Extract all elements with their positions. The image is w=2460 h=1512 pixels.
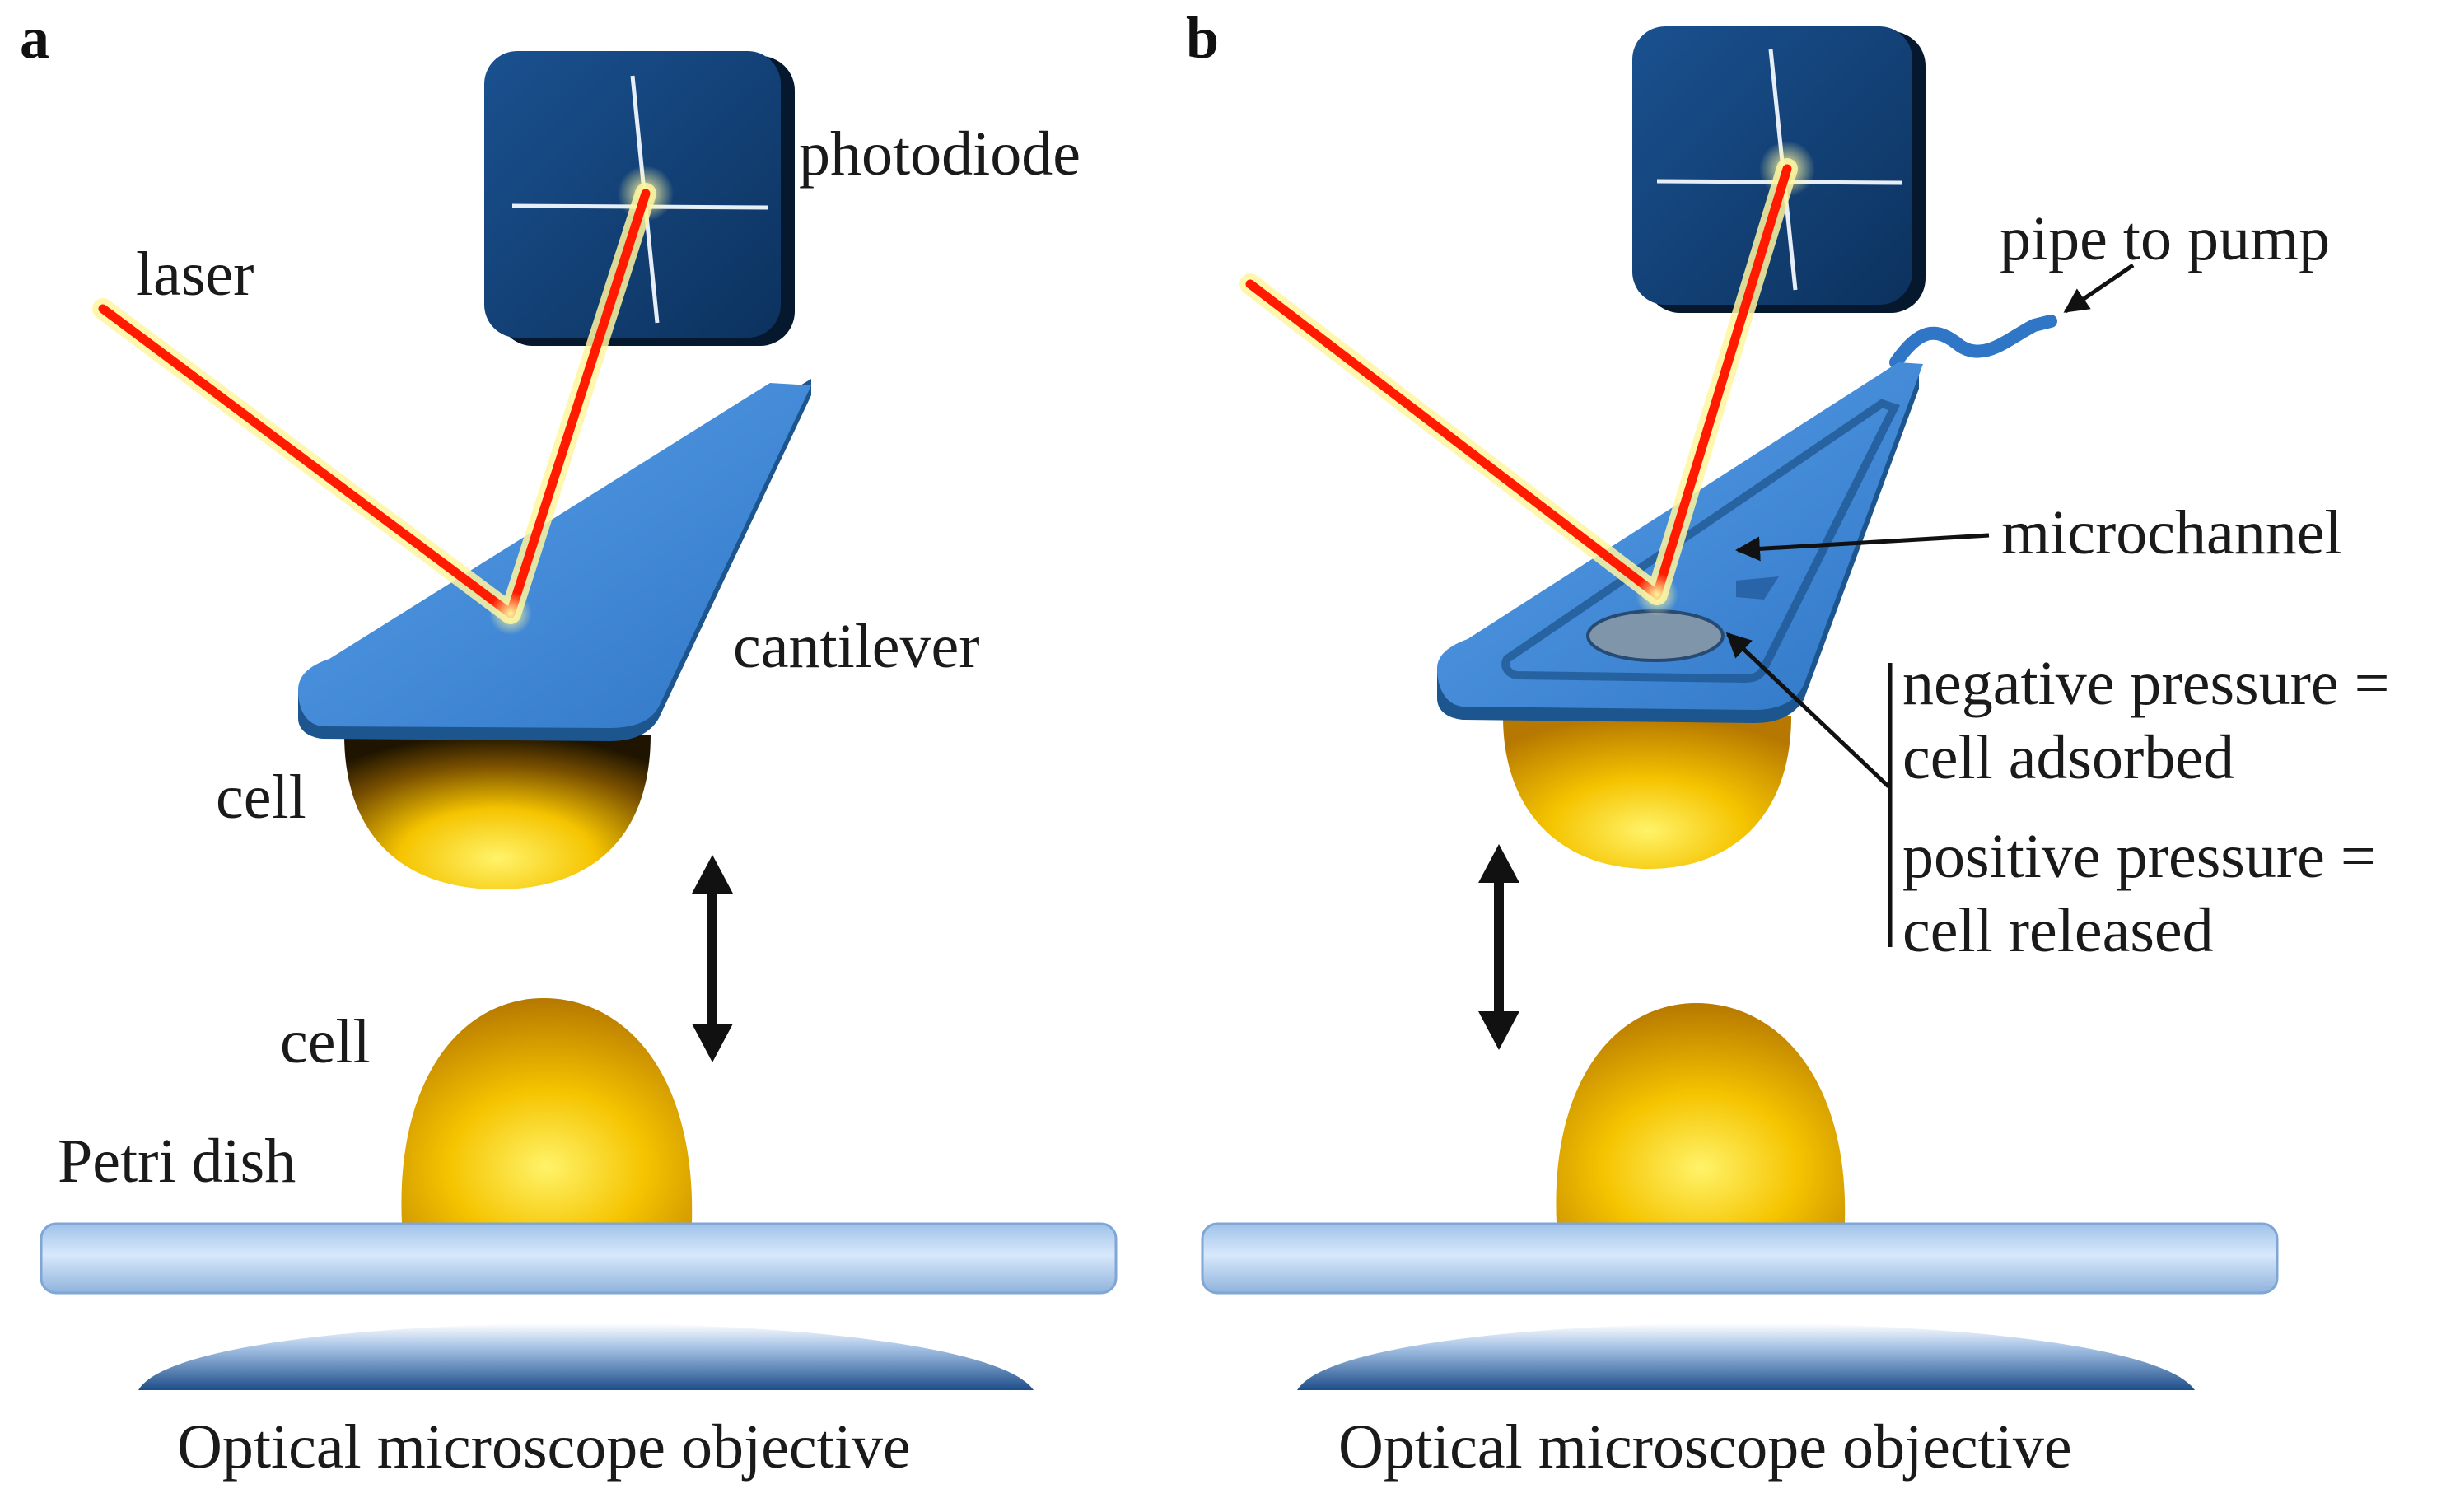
label-positive-pressure-1: positive pressure =: [1902, 822, 2376, 891]
objective-lens-b: [1297, 1323, 2195, 1390]
label-laser: laser: [136, 240, 254, 309]
panel-letter-a: a: [20, 5, 49, 71]
cell-top-b: [1503, 716, 1791, 869]
cell-bottom-a: [401, 998, 693, 1223]
cell-top-a: [344, 735, 651, 889]
objective-lens-a: [138, 1323, 1034, 1390]
label-petri-dish: Petri dish: [58, 1127, 296, 1196]
pipe-pointer-arrow: [2063, 263, 2135, 314]
laser-beam-a: [92, 183, 656, 635]
label-photodiode: photodiode: [799, 119, 1081, 189]
double-arrow-b: [1478, 844, 1519, 1050]
pressure-pointer-arrow: [1725, 632, 1890, 788]
double-arrow-a: [692, 855, 733, 1062]
label-pipe: pipe to pump: [2000, 204, 2330, 273]
label-negative-pressure-1: negative pressure =: [1902, 649, 2390, 718]
label-cantilever: cantilever: [733, 612, 980, 681]
petri-dish-a: [40, 1222, 1118, 1295]
panel-b: b pipe to pump micro: [1186, 5, 2390, 1482]
laser-beam-b: [1239, 158, 1798, 616]
label-negative-pressure-2: cell adsorbed: [1902, 723, 2234, 792]
label-cell-top: cell: [216, 763, 306, 832]
microchannel-pointer-arrow: [1735, 533, 1990, 562]
aperture: [1586, 609, 1725, 662]
label-objective-b: Optical microscope objective: [1338, 1412, 2072, 1482]
label-cell-bottom: cell: [280, 1007, 371, 1076]
panel-a: a photodiode laser cantilever cell: [20, 5, 1118, 1482]
panel-letter-b: b: [1186, 5, 1219, 71]
petri-dish-b: [1201, 1222, 2279, 1295]
pipe-tube: [1889, 315, 2057, 369]
cell-bottom-b: [1556, 1003, 1846, 1223]
microchannel-groove: [1501, 399, 1901, 684]
label-objective-a: Optical microscope objective: [177, 1412, 911, 1482]
label-microchannel: microchannel: [2001, 498, 2342, 567]
cantilever-a: [298, 379, 811, 741]
label-positive-pressure-2: cell released: [1902, 896, 2214, 965]
